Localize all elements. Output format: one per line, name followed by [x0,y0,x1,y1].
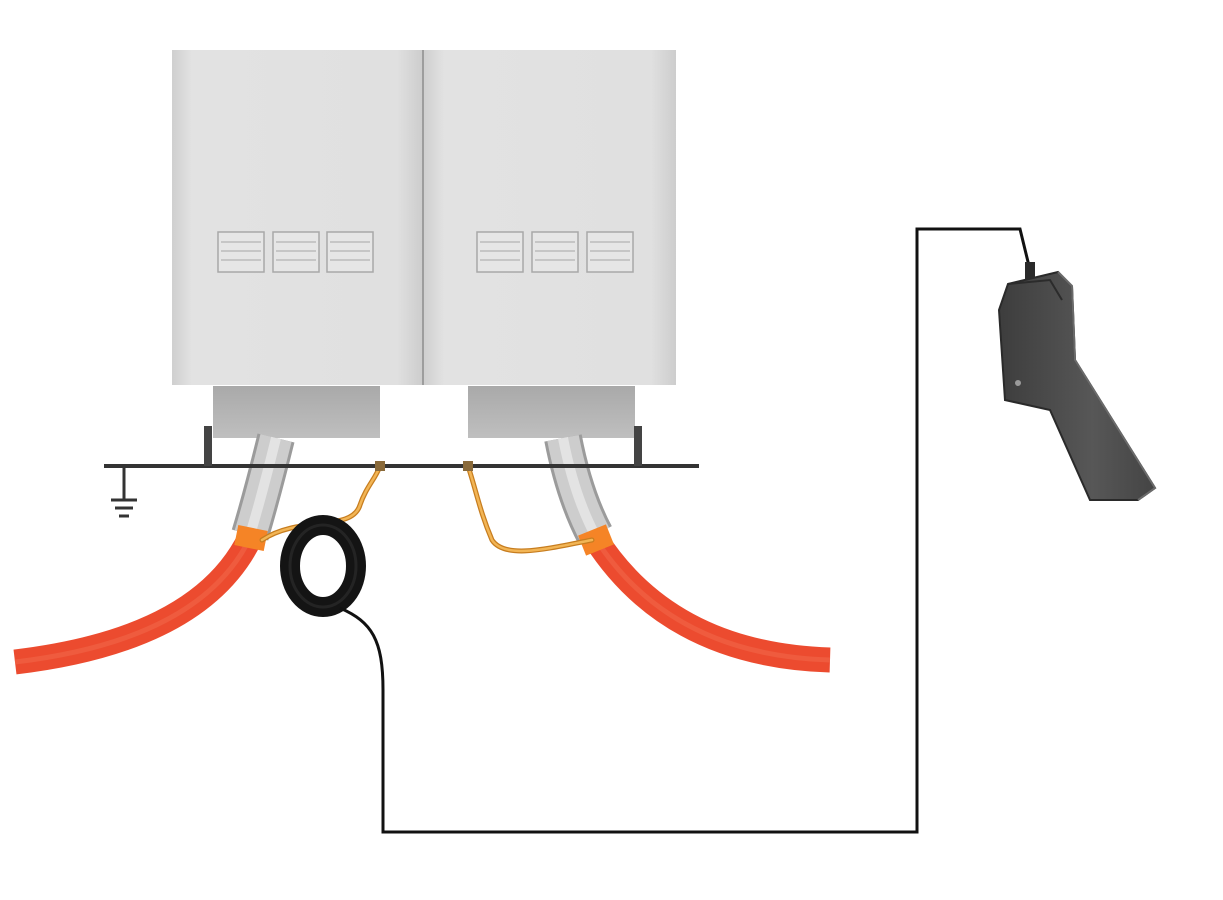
cable-right-red [584,531,831,673]
switchgear-cabinet-right [424,50,676,385]
cable-left [231,433,295,541]
switchgear-cabinet-left [172,50,422,385]
termination-band-right [578,524,614,556]
termination-base-left [213,386,380,438]
vent-grille-left [217,231,374,273]
cable-left-red [13,532,262,675]
detector-screw [1015,380,1021,386]
termination-base-right [468,386,635,438]
shield-ground-wire-right [465,463,595,554]
shield-ground-wire-left [259,463,383,543]
cable-right [544,434,612,544]
termination-band-left [234,525,268,551]
signal-cable [339,227,1032,834]
ground-plate [104,426,699,468]
ground-icon [111,466,137,518]
vent-grille-right [476,231,634,273]
ground-lug [375,461,473,471]
detector-probe [997,262,1157,501]
ct-ring [280,515,366,617]
